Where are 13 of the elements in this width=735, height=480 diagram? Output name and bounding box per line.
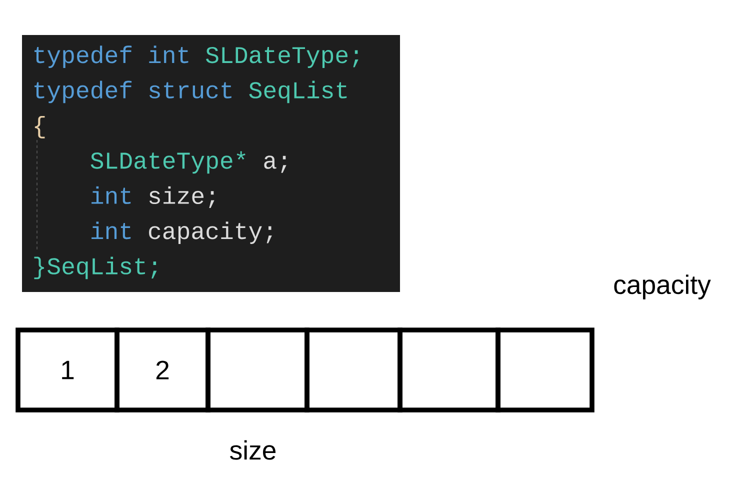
code-line: }SeqList; bbox=[34, 256, 157, 280]
label: size bbox=[230, 440, 276, 460]
code-panel bbox=[22, 35, 400, 292]
code-line: int size; bbox=[92, 186, 214, 208]
code-line: SLDateType* a; bbox=[90, 151, 286, 174]
array-cell: 1 bbox=[16, 328, 120, 412]
code-line: int capacity; bbox=[92, 222, 272, 244]
code-line: typedef int SLDateType; bbox=[34, 46, 358, 68]
label: capacity bbox=[614, 274, 711, 300]
array-cell: 2 bbox=[114, 328, 210, 412]
code-line: { bbox=[34, 116, 45, 138]
code-line: typedef struct SeqList bbox=[34, 80, 347, 104]
array-cell bbox=[496, 328, 594, 412]
